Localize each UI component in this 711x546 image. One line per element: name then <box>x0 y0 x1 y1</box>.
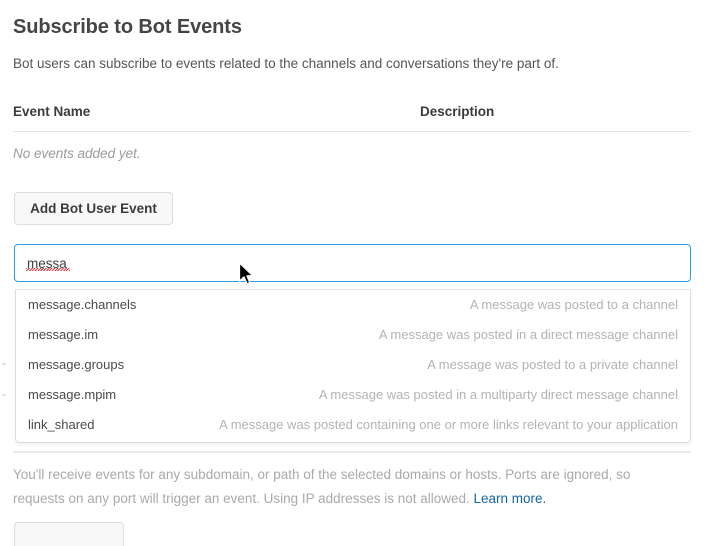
column-header-description: Description <box>420 104 495 119</box>
page-description: Bot users can subscribe to events relate… <box>13 56 559 71</box>
list-item[interactable]: link_shared A message was posted contain… <box>16 410 690 440</box>
partially-visible-button[interactable] <box>14 522 124 546</box>
event-suggestions-dropdown[interactable]: message.channels A message was posted to… <box>15 289 691 443</box>
suggestion-event-name: message.groups <box>28 357 125 372</box>
suggestion-event-description: A message was posted containing one or m… <box>219 417 678 432</box>
column-header-event-name: Event Name <box>13 104 91 119</box>
help-text: You'll receive events for any subdomain,… <box>13 463 679 511</box>
learn-more-link[interactable]: Learn more. <box>473 491 547 506</box>
list-item[interactable]: message.groups A message was posted to a… <box>16 350 690 380</box>
background-fragment-2 <box>2 394 6 396</box>
suggestion-event-name: link_shared <box>28 417 95 432</box>
suggestion-event-description: A message was posted in a multiparty dir… <box>318 387 678 402</box>
suggestion-event-description: A message was posted in a direct message… <box>378 327 678 342</box>
background-fragment-1 <box>2 363 6 365</box>
suggestion-event-description: A message was posted to a private channe… <box>427 357 678 372</box>
suggestion-event-name: message.mpim <box>28 387 117 402</box>
events-table-header: Event Name Description <box>13 104 691 122</box>
list-item[interactable]: message.im A message was posted in a dir… <box>16 320 690 350</box>
page-title: Subscribe to Bot Events <box>13 16 242 38</box>
suggestion-event-name: message.channels <box>28 297 137 312</box>
help-text-body: You'll receive events for any subdomain,… <box>13 467 631 506</box>
section-divider <box>13 451 691 453</box>
table-header-divider <box>13 131 691 132</box>
event-search-field[interactable] <box>14 244 691 282</box>
events-table-empty-state: No events added yet. <box>13 146 141 161</box>
add-bot-user-event-button[interactable]: Add Bot User Event <box>14 192 173 225</box>
list-item[interactable]: message.mpim A message was posted in a m… <box>16 380 690 410</box>
bot-events-page: Subscribe to Bot Events Bot users can su… <box>2 16 691 546</box>
list-item[interactable]: message.channels A message was posted to… <box>16 290 690 320</box>
event-search-input[interactable] <box>27 245 667 281</box>
suggestion-event-description: A message was posted to a channel <box>469 297 678 312</box>
suggestion-event-name: message.im <box>28 327 99 342</box>
